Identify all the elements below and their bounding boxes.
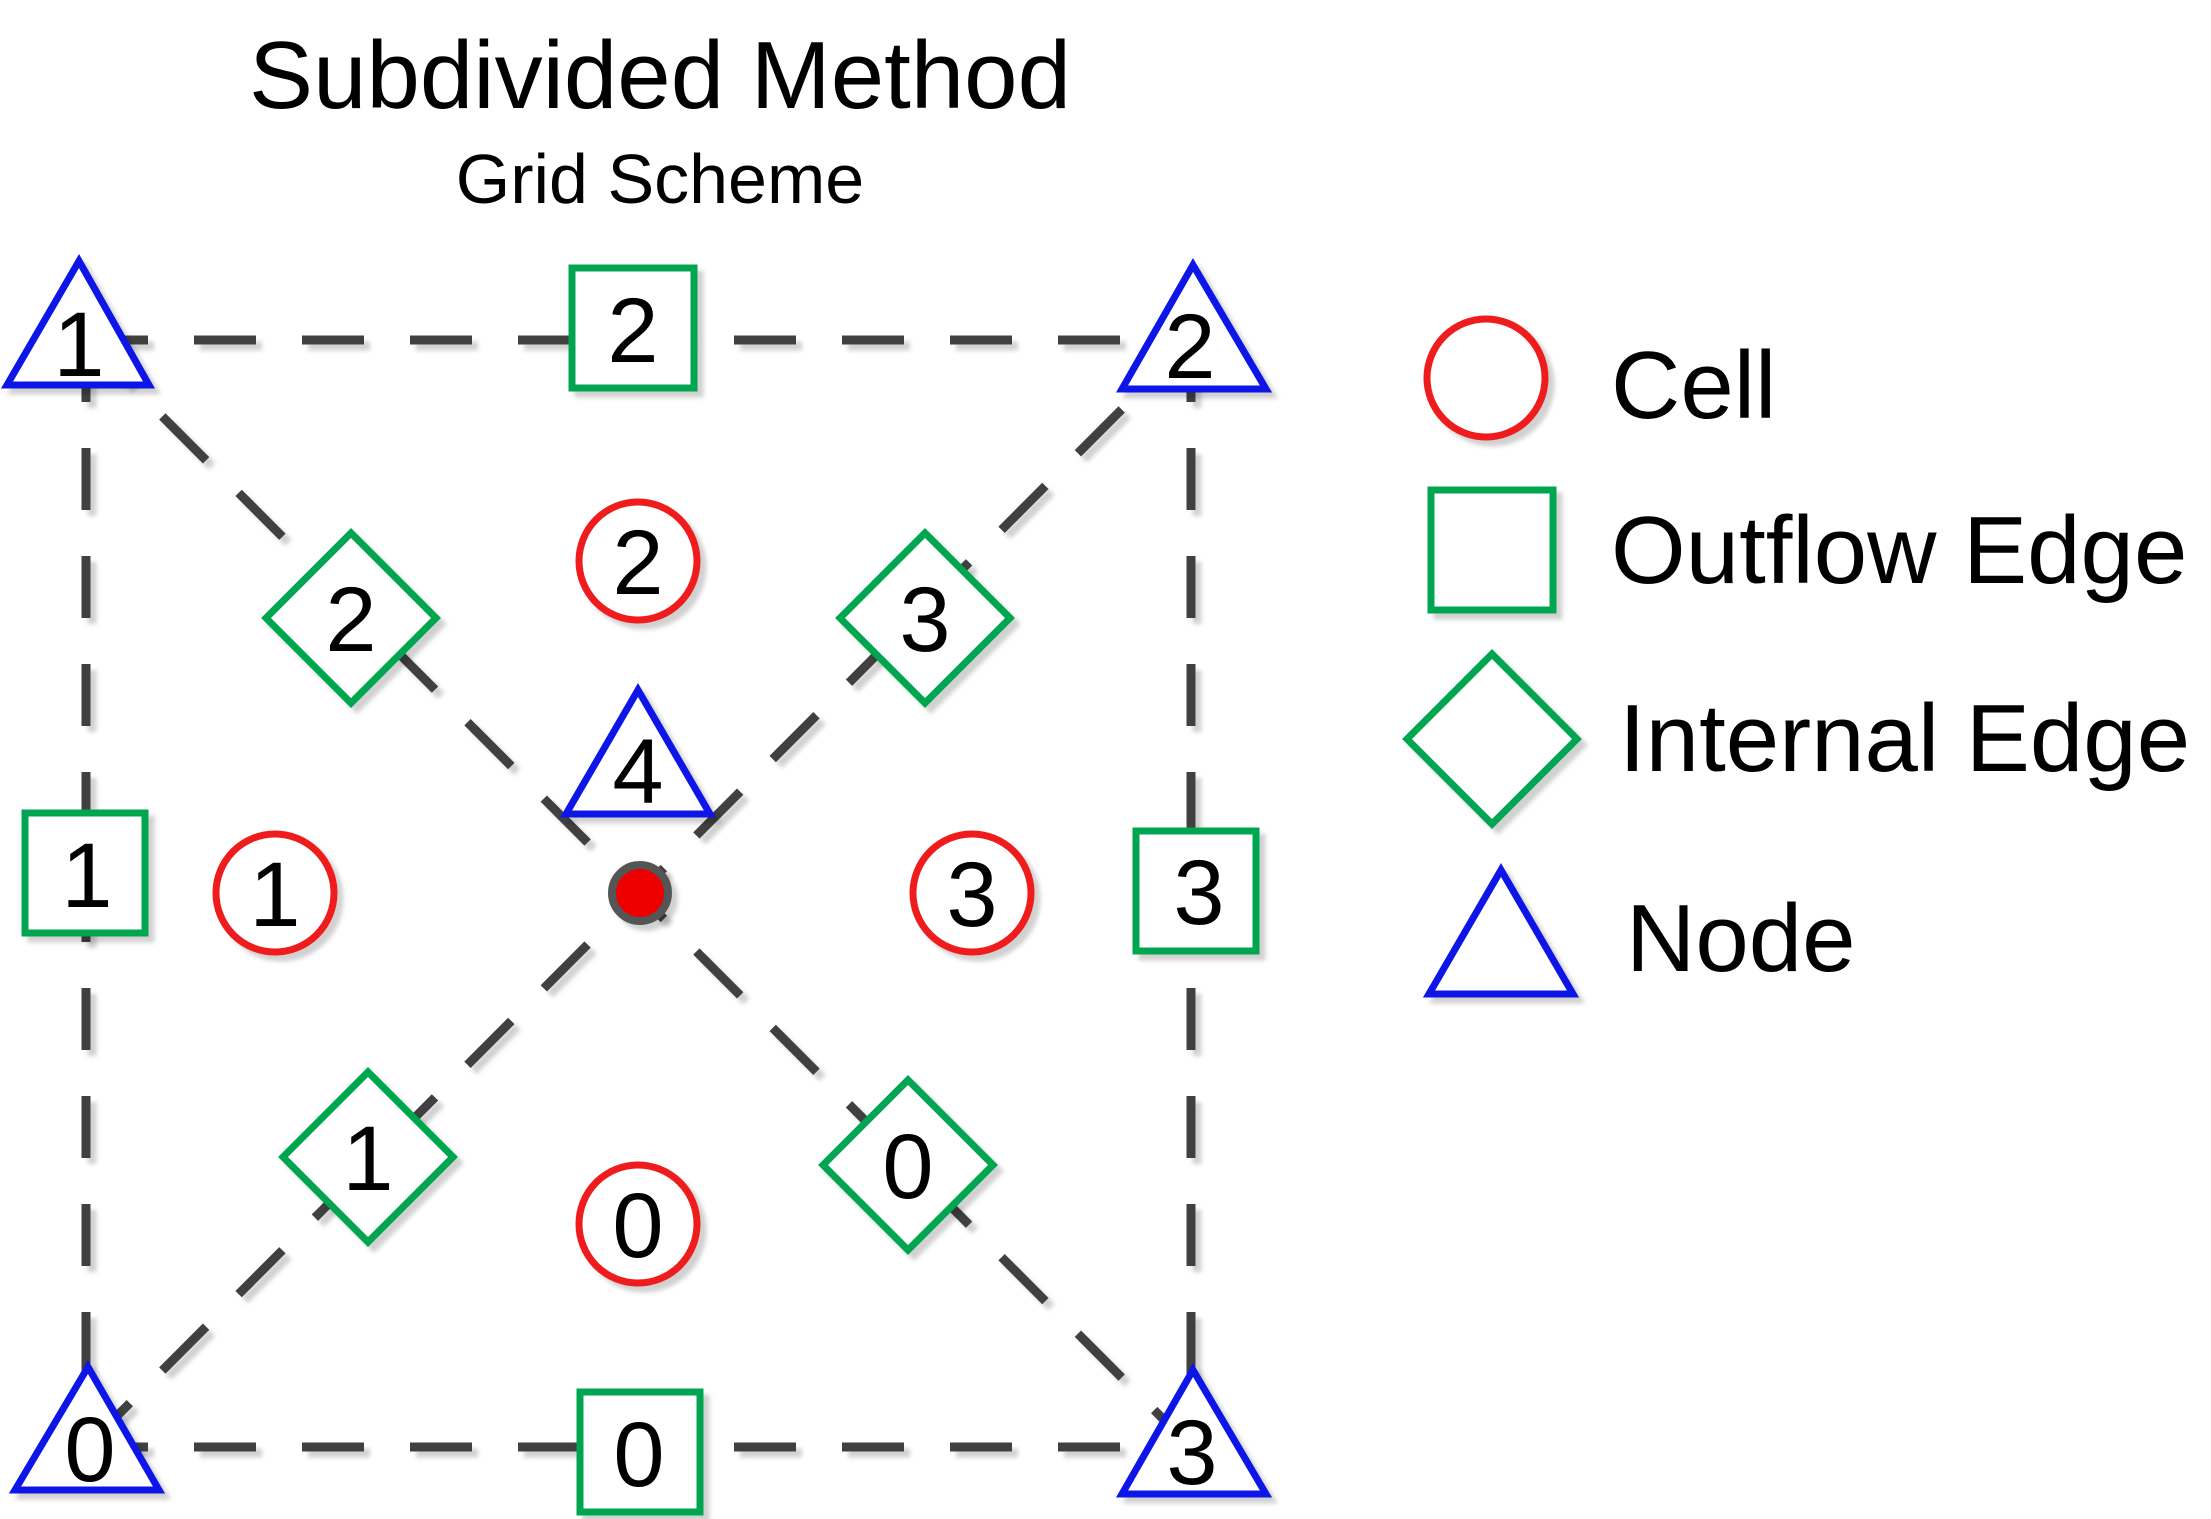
legend-cell-label: Cell (1611, 332, 1776, 439)
legend-node-label: Node (1626, 885, 1856, 992)
diagram-subtitle: Grid Scheme (456, 140, 864, 218)
outflow-edges: 2 1 3 0 (21, 264, 1260, 1516)
cell-0: 0 (575, 1161, 701, 1287)
cell-2: 2 (575, 498, 701, 624)
cell-label: 2 (612, 512, 663, 614)
node-1: 1 (0, 253, 155, 396)
node-label: 2 (1164, 296, 1215, 398)
legend-item-outflow-edge: Outflow Edge (1427, 486, 2187, 614)
internal-edge-label: 3 (899, 569, 950, 671)
outflow-edge-label: 1 (61, 825, 112, 927)
node-label: 1 (53, 294, 104, 396)
legend-internal-edge-symbol (1402, 649, 1582, 829)
internal-edge-label: 0 (882, 1116, 933, 1218)
internal-edge-1: 1 (278, 1067, 458, 1247)
center-point (608, 861, 672, 925)
internal-edge-3: 3 (835, 528, 1015, 708)
internal-edge-label: 1 (342, 1108, 393, 1210)
internal-edge-label: 2 (325, 569, 376, 671)
diagram-title: Subdivided Method (249, 22, 1071, 129)
legend-node-symbol (1422, 863, 1580, 998)
cell-label: 1 (249, 844, 300, 946)
legend-item-internal-edge: Internal Edge (1402, 649, 2190, 829)
legend-item-cell: Cell (1423, 315, 1776, 441)
node-4: 4 (559, 683, 717, 823)
cell-1: 1 (212, 830, 338, 956)
outflow-edge-1: 1 (21, 809, 149, 937)
outflow-edge-2: 2 (568, 264, 698, 392)
node-label: 0 (64, 1399, 115, 1501)
outflow-edge-label: 2 (607, 280, 658, 382)
outflow-edge-3: 3 (1132, 827, 1260, 955)
outflow-edge-label: 3 (1173, 842, 1224, 944)
cell-label: 3 (946, 844, 997, 946)
legend-item-node: Node (1422, 863, 1856, 998)
internal-edge-2: 2 (261, 528, 441, 708)
legend-internal-edge-label: Internal Edge (1619, 685, 2190, 792)
node-2: 2 (1115, 258, 1273, 398)
outflow-edge-label: 0 (613, 1404, 664, 1506)
node-3: 3 (1115, 1363, 1273, 1504)
legend-outflow-edge-symbol (1427, 486, 1557, 614)
node-label: 4 (612, 721, 663, 823)
node-0: 0 (8, 1360, 166, 1501)
cell-3: 3 (909, 830, 1035, 956)
legend: Cell Outflow Edge Internal Edge Node (1402, 315, 2190, 998)
legend-outflow-edge-label: Outflow Edge (1611, 497, 2187, 604)
cells: 2 1 3 0 (212, 498, 1035, 1287)
nodes: 1 2 4 0 3 (0, 253, 1273, 1504)
internal-edge-0: 0 (818, 1075, 998, 1255)
node-label: 3 (1166, 1402, 1217, 1504)
legend-cell-symbol (1423, 315, 1549, 441)
internal-edges: 2 3 1 0 (261, 528, 1015, 1255)
outflow-edge-0: 0 (576, 1388, 704, 1516)
cell-label: 0 (612, 1175, 663, 1277)
